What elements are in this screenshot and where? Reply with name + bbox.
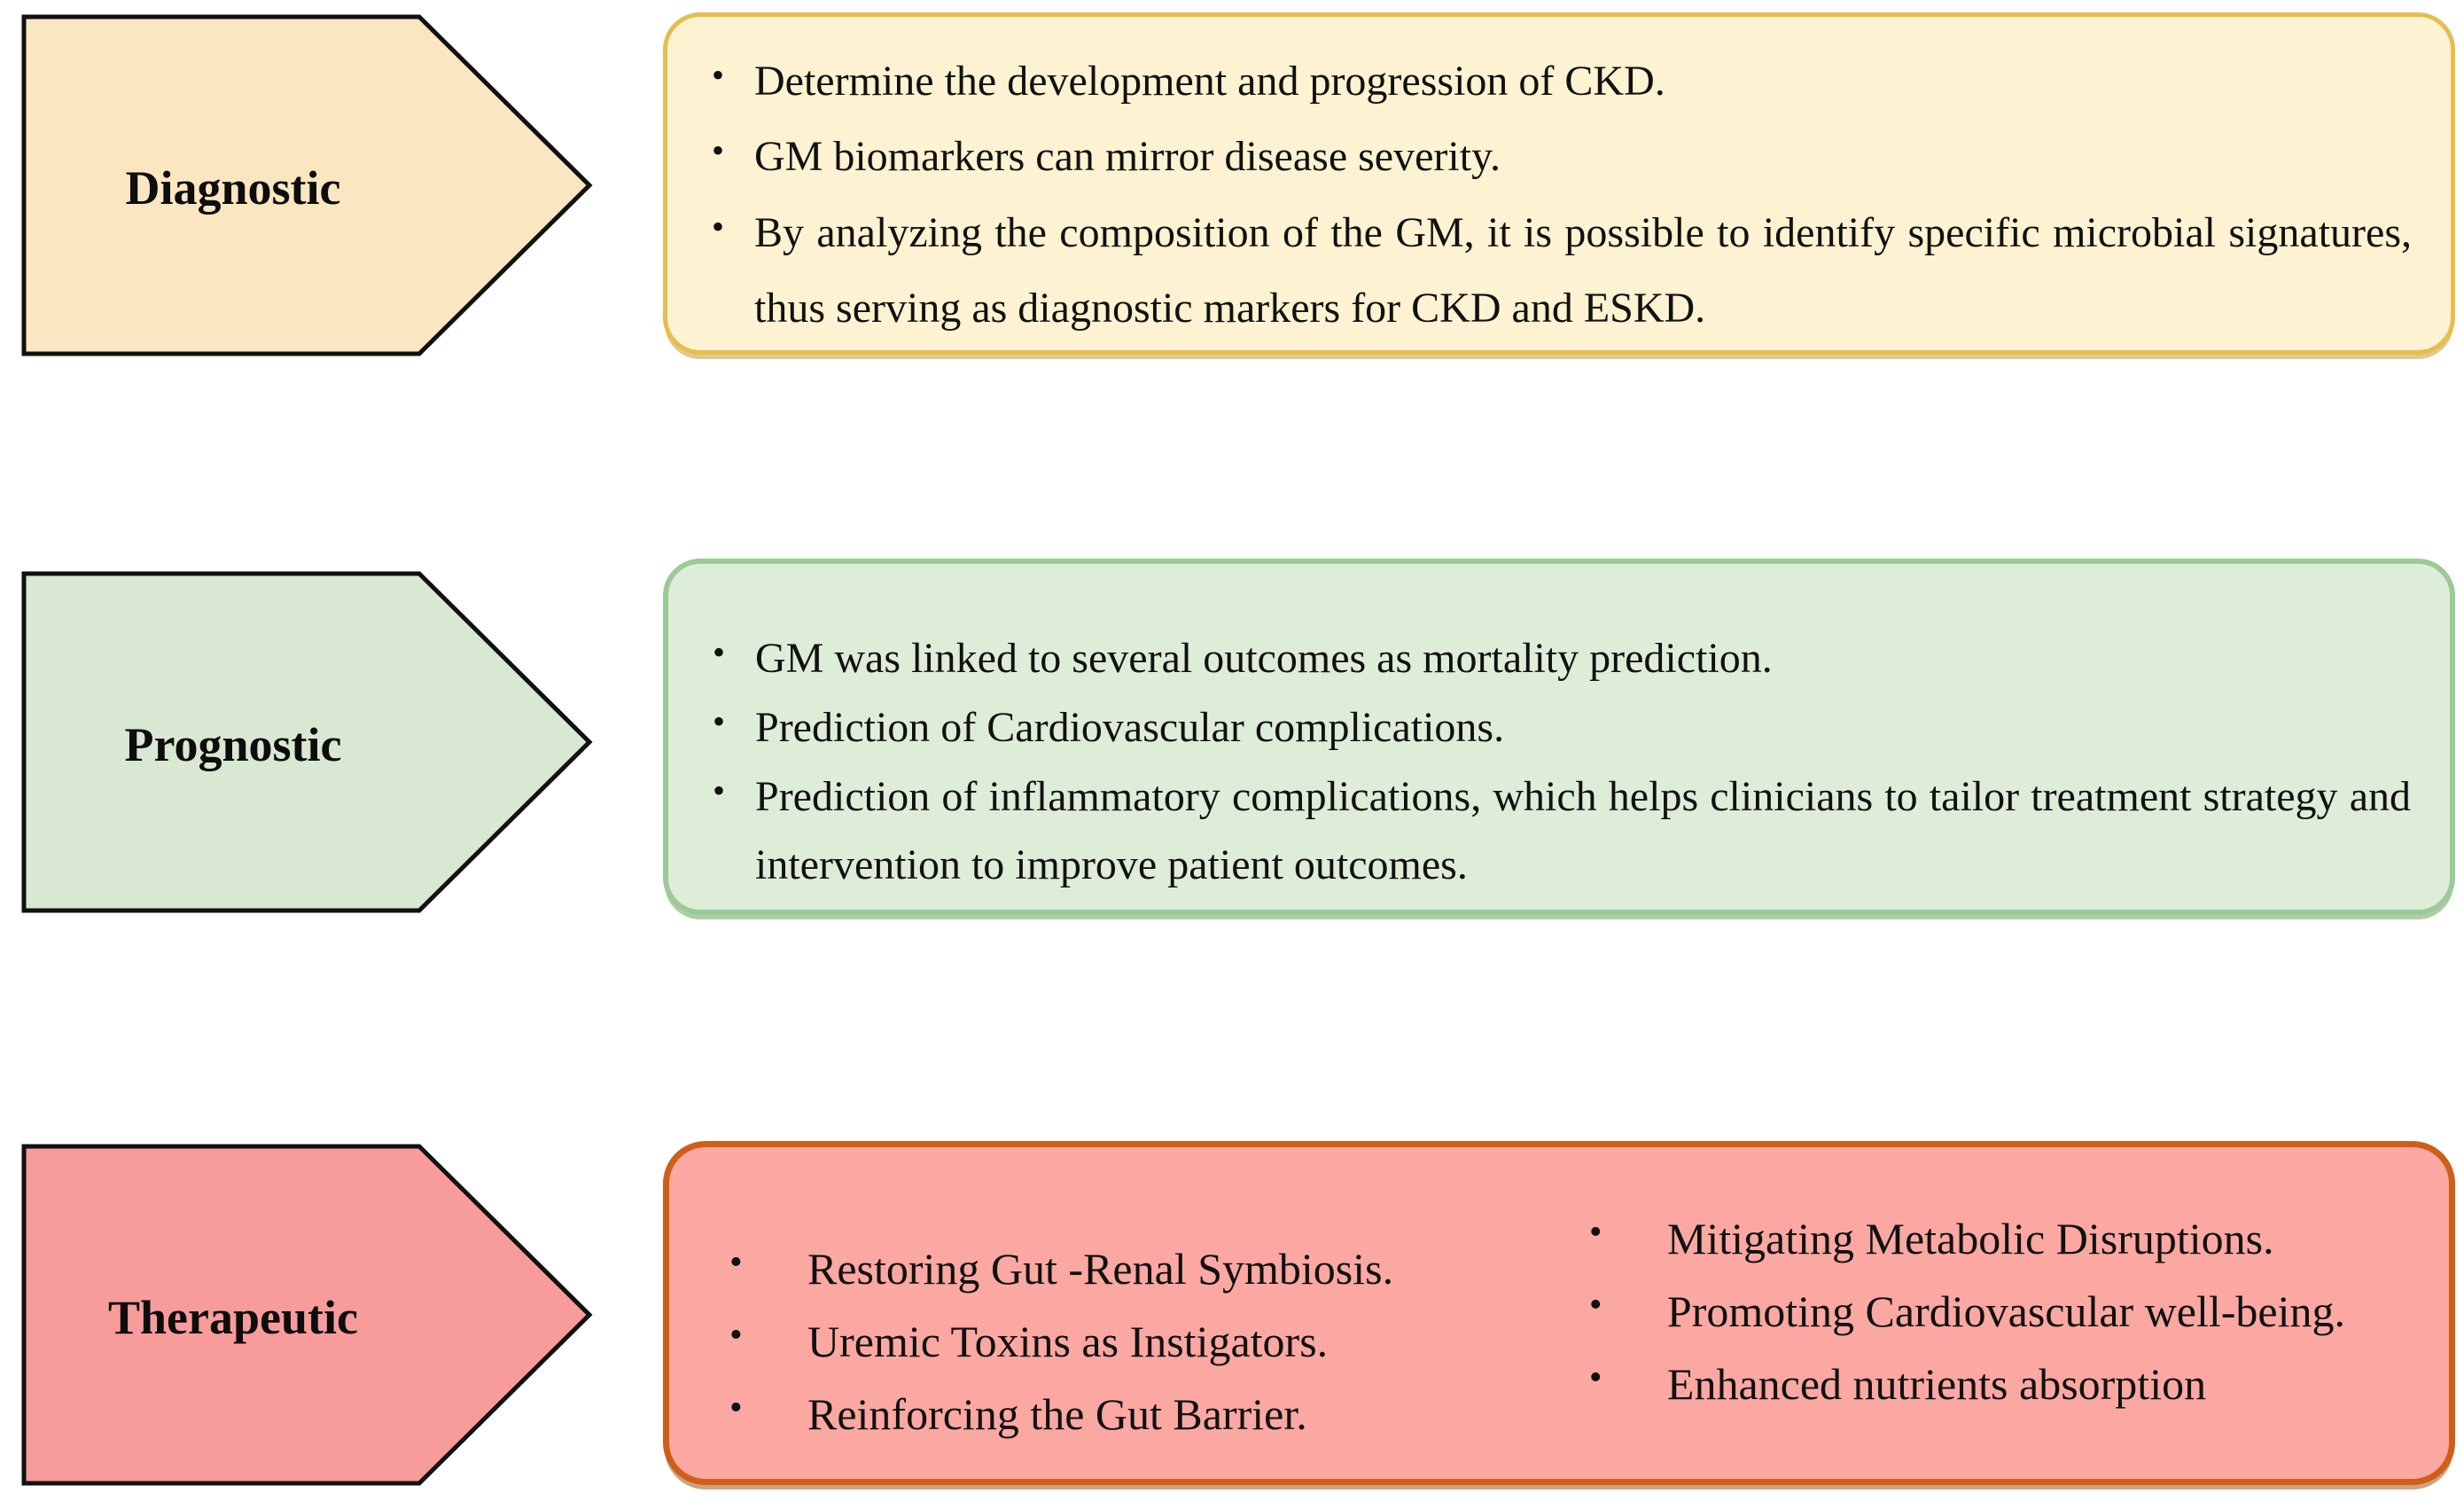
bullet-dot: • <box>1588 1357 1602 1398</box>
bullet-text: Restoring Gut -Renal Symbiosis. <box>807 1244 1394 1294</box>
bullet-item: • Uremic Toxins as Instigators. <box>724 1305 1524 1378</box>
bullet-text: Reinforcing the Gut Barrier. <box>807 1389 1307 1439</box>
bullet-dot: • <box>1588 1212 1602 1253</box>
diagnostic-arrow-label: Diagnostic <box>126 161 341 215</box>
bullet-item: • Determine the development and progress… <box>712 43 2412 119</box>
bullet-text: GM biomarkers can mirror disease severit… <box>754 133 1501 181</box>
prognostic-arrow-label: Prognostic <box>125 718 342 771</box>
prognostic-bullet-list: • GM was linked to several outcomes as m… <box>713 624 2411 900</box>
therapeutic-arrow-label: Therapeutic <box>108 1291 358 1344</box>
diagnostic-arrow: Diagnostic <box>20 13 605 357</box>
therapeutic-box: • Restoring Gut -Renal Symbiosis. • Urem… <box>663 1141 2455 1485</box>
bullet-dot: • <box>1588 1285 1602 1325</box>
bullet-item: • By analyzing the composition of the GM… <box>712 195 2412 347</box>
therapeutic-column-right: • Mitigating Metabolic Disruptions. • Pr… <box>1541 1147 2449 1479</box>
diagnostic-box: • Determine the development and progress… <box>663 12 2455 355</box>
bullet-item: • Prediction of inflammatory complicatio… <box>713 762 2411 901</box>
bullet-dot: • <box>712 206 725 246</box>
bullet-dot: • <box>712 130 725 171</box>
diagnostic-arrow-shape <box>21 14 593 356</box>
bullet-text: Mitigating Metabolic Disruptions. <box>1666 1214 2274 1263</box>
therapeutic-arrow: Therapeutic <box>20 1143 605 1487</box>
bullet-dot: • <box>713 770 726 810</box>
bullet-text: Promoting Cardiovascular well-being. <box>1666 1286 2346 1336</box>
bullet-dot: • <box>712 55 725 95</box>
bullet-dot: • <box>729 1242 743 1283</box>
arrow-shape: Diagnostic <box>21 14 593 356</box>
bullet-item: • GM was linked to several outcomes as m… <box>713 624 2411 693</box>
bullet-text: By analyzing the composition of the GM, … <box>754 208 2412 332</box>
bullet-item: • Reinforcing the Gut Barrier. <box>724 1378 1524 1450</box>
bullet-text: Prediction of Cardiovascular complicatio… <box>755 703 1505 751</box>
bullet-text: GM was linked to several outcomes as mor… <box>755 635 1773 682</box>
bullet-dot: • <box>713 700 726 741</box>
diagnostic-bullet-list: • Determine the development and progress… <box>712 43 2412 347</box>
prognostic-arrow: Prognostic <box>20 570 605 914</box>
therapeutic-column-left: • Restoring Gut -Renal Symbiosis. • Urem… <box>669 1147 1541 1479</box>
arrow-shape: Therapeutic <box>21 1144 593 1486</box>
arrow-shape: Prognostic <box>21 571 593 913</box>
bullet-text: Enhanced nutrients absorption <box>1666 1359 2207 1409</box>
therapeutic-arrow-shape <box>21 1144 593 1486</box>
therapeutic-bullet-list-left: • Restoring Gut -Renal Symbiosis. • Urem… <box>724 1232 1524 1450</box>
bullet-text: Uremic Toxins as Instigators. <box>807 1317 1329 1366</box>
bullet-dot: • <box>729 1315 743 1356</box>
bullet-item: • Restoring Gut -Renal Symbiosis. <box>724 1232 1524 1305</box>
bullet-dot: • <box>729 1388 743 1428</box>
bullet-item: • Prediction of Cardiovascular complicat… <box>713 693 2411 762</box>
bullet-text: Prediction of inflammatory complications… <box>755 772 2411 889</box>
bullet-dot: • <box>713 632 726 672</box>
bullet-item: • Enhanced nutrients absorption <box>1584 1348 2422 1420</box>
prognostic-box: • GM was linked to several outcomes as m… <box>663 559 2455 915</box>
bullet-text: Determine the development and progressio… <box>754 58 1665 105</box>
bullet-item: • Mitigating Metabolic Disruptions. <box>1584 1202 2422 1275</box>
bullet-item: • Promoting Cardiovascular well-being. <box>1584 1275 2422 1348</box>
prognostic-arrow-shape <box>21 571 593 913</box>
bullet-item: • GM biomarkers can mirror disease sever… <box>712 119 2412 194</box>
therapeutic-bullet-list-right: • Mitigating Metabolic Disruptions. • Pr… <box>1584 1202 2422 1420</box>
